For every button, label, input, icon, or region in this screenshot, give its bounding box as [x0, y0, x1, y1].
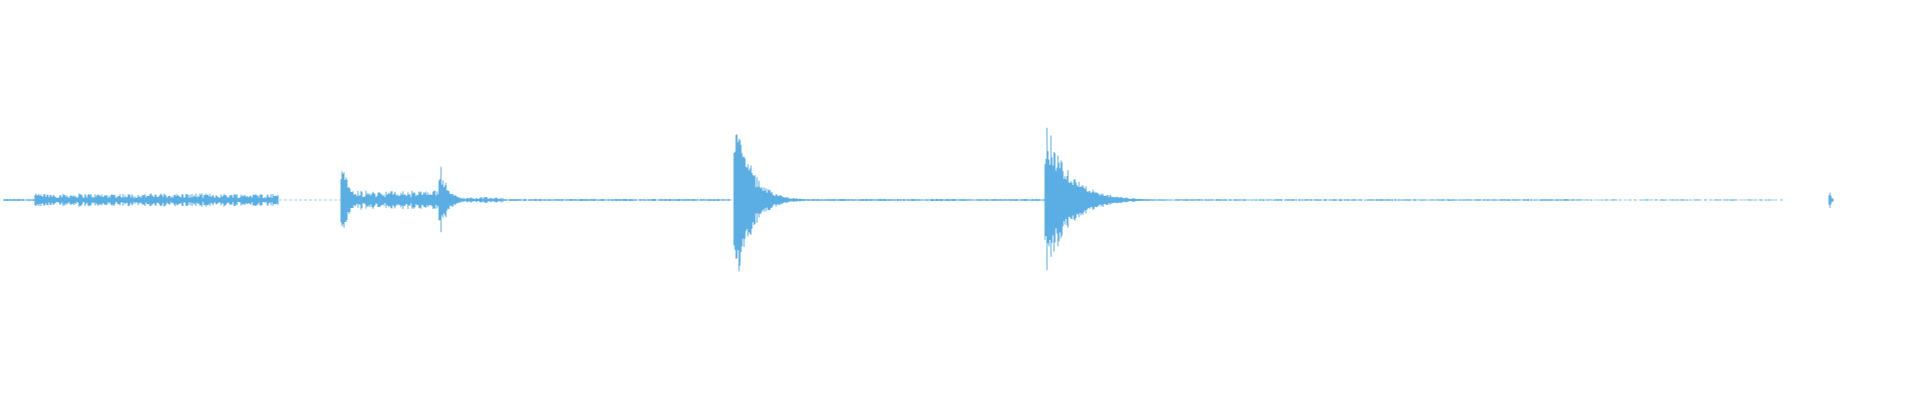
waveform-trace	[3, 127, 1834, 272]
